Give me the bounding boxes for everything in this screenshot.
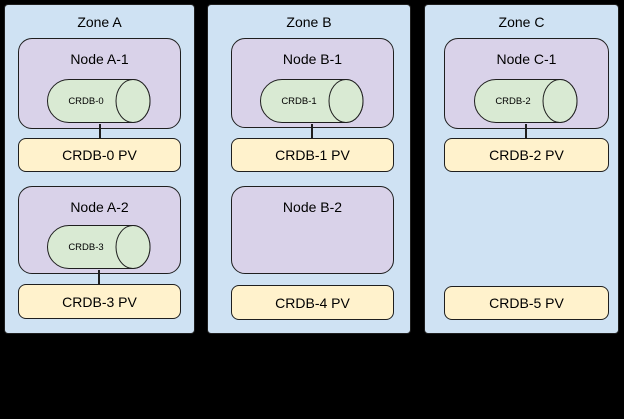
pv-crdb-2: CRDB-2 PV: [444, 138, 609, 172]
connector-line: [311, 124, 313, 139]
cylinder-icon: [47, 79, 151, 123]
crdb-pod-1: CRDB-1: [259, 78, 365, 124]
node-b2: Node B-2: [231, 186, 394, 274]
node-label: Node C-1: [496, 51, 557, 67]
pv-label: CRDB-4 PV: [275, 294, 350, 311]
pv-crdb-3: CRDB-3 PV: [18, 284, 181, 319]
pod-label: CRDB-1: [281, 95, 317, 107]
zone-label: Zone C: [498, 14, 545, 30]
connector-line: [99, 124, 101, 139]
node-label: Node B-2: [282, 199, 343, 215]
pv-label: CRDB-2 PV: [489, 147, 564, 163]
node-label: Node B-1: [282, 51, 343, 67]
zone-a: Zone A Node A-1 CRDB-0 CRDB-0 PV Node A-…: [4, 4, 195, 334]
pv-label: CRDB-0 PV: [62, 147, 137, 163]
connector-line: [525, 124, 527, 139]
cylinder-icon: [260, 79, 364, 123]
crdb-pod-0: CRDB-0: [46, 78, 152, 124]
cylinder-icon: [474, 79, 578, 123]
node-label: Node A-2: [70, 199, 129, 215]
crdb-pod-2: CRDB-2: [473, 78, 579, 124]
pv-crdb-0: CRDB-0 PV: [18, 138, 181, 172]
pod-label: CRDB-2: [495, 95, 531, 107]
zone-b: Zone B Node B-1 CRDB-1 CRDB-1 PV Node B-…: [207, 4, 411, 334]
zone-label: Zone A: [77, 14, 122, 30]
pod-label: CRDB-3: [68, 241, 104, 253]
pv-crdb-5: CRDB-5 PV: [444, 286, 609, 320]
pv-crdb-1: CRDB-1 PV: [231, 138, 394, 172]
node-label: Node A-1: [70, 51, 129, 67]
pv-label: CRDB-1 PV: [275, 147, 350, 163]
pv-crdb-4: CRDB-4 PV: [231, 285, 394, 320]
zone-label: Zone B: [286, 14, 332, 30]
zone-c: Zone C Node C-1 CRDB-2 CRDB-2 PV CRDB-5 …: [424, 4, 619, 334]
connector-line: [98, 270, 100, 284]
pod-label: CRDB-0: [68, 95, 104, 107]
pv-label: CRDB-5 PV: [489, 295, 564, 311]
pv-label: CRDB-3 PV: [62, 293, 137, 310]
cylinder-icon: [47, 225, 151, 269]
crdb-pod-3: CRDB-3: [46, 224, 152, 270]
